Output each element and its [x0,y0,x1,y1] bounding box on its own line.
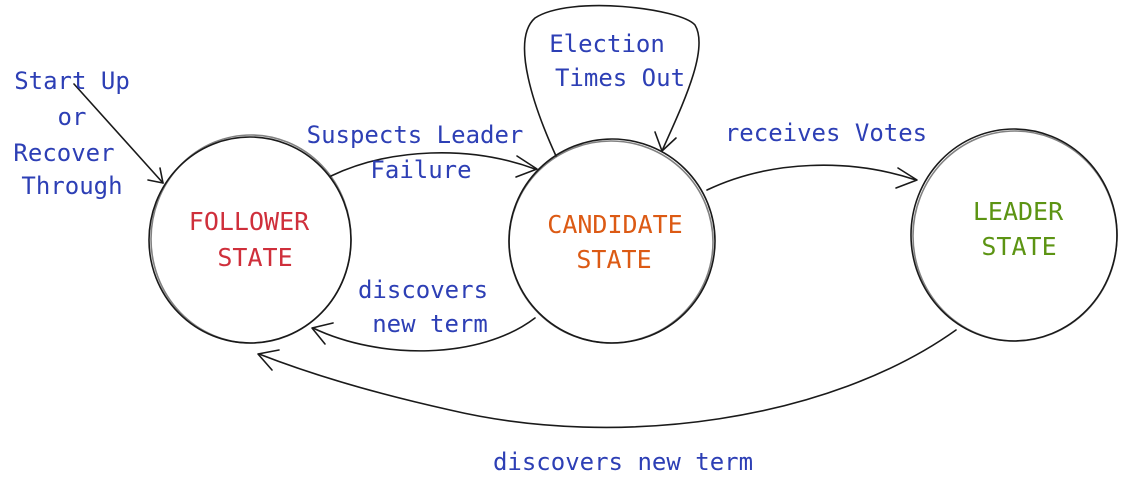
follower-state-node [148,134,352,344]
startup-label-line2: or [58,103,87,131]
leader-state-sublabel: STATE [981,232,1056,261]
leader-discovers-label: discovers new term [493,448,753,476]
suspects-label-line2: Failure [370,156,471,184]
election-label-line1: Election [549,30,665,58]
candidate-state-label: CANDIDATE [547,210,682,239]
candidate-discovers-label-line1: discovers [358,276,488,304]
suspects-label-line1: Suspects Leader [307,121,524,149]
startup-arrow [73,83,164,184]
candidate-discovers-label-line2: new term [372,310,488,338]
leader-discovers-arrow [257,329,957,429]
follower-state-sublabel: STATE [217,243,292,272]
election-label-line2: Times Out [555,64,685,92]
receives-votes-label: receives Votes [725,119,927,147]
suspects-failure-arrow [330,152,538,178]
follower-state-label: FOLLOWER [189,207,310,236]
startup-label-line4: Through [21,172,122,200]
leader-state-label: LEADER [973,197,1064,226]
receives-votes-arrow [706,164,918,191]
startup-label-line1: Start Up [14,67,130,95]
candidate-discovers-arrow [311,317,536,352]
candidate-state-sublabel: STATE [576,245,651,274]
election-timeout-loop [523,4,700,157]
leader-state-node [910,128,1118,342]
startup-label-line3: Recover [13,139,114,167]
candidate-state-node [508,138,716,344]
